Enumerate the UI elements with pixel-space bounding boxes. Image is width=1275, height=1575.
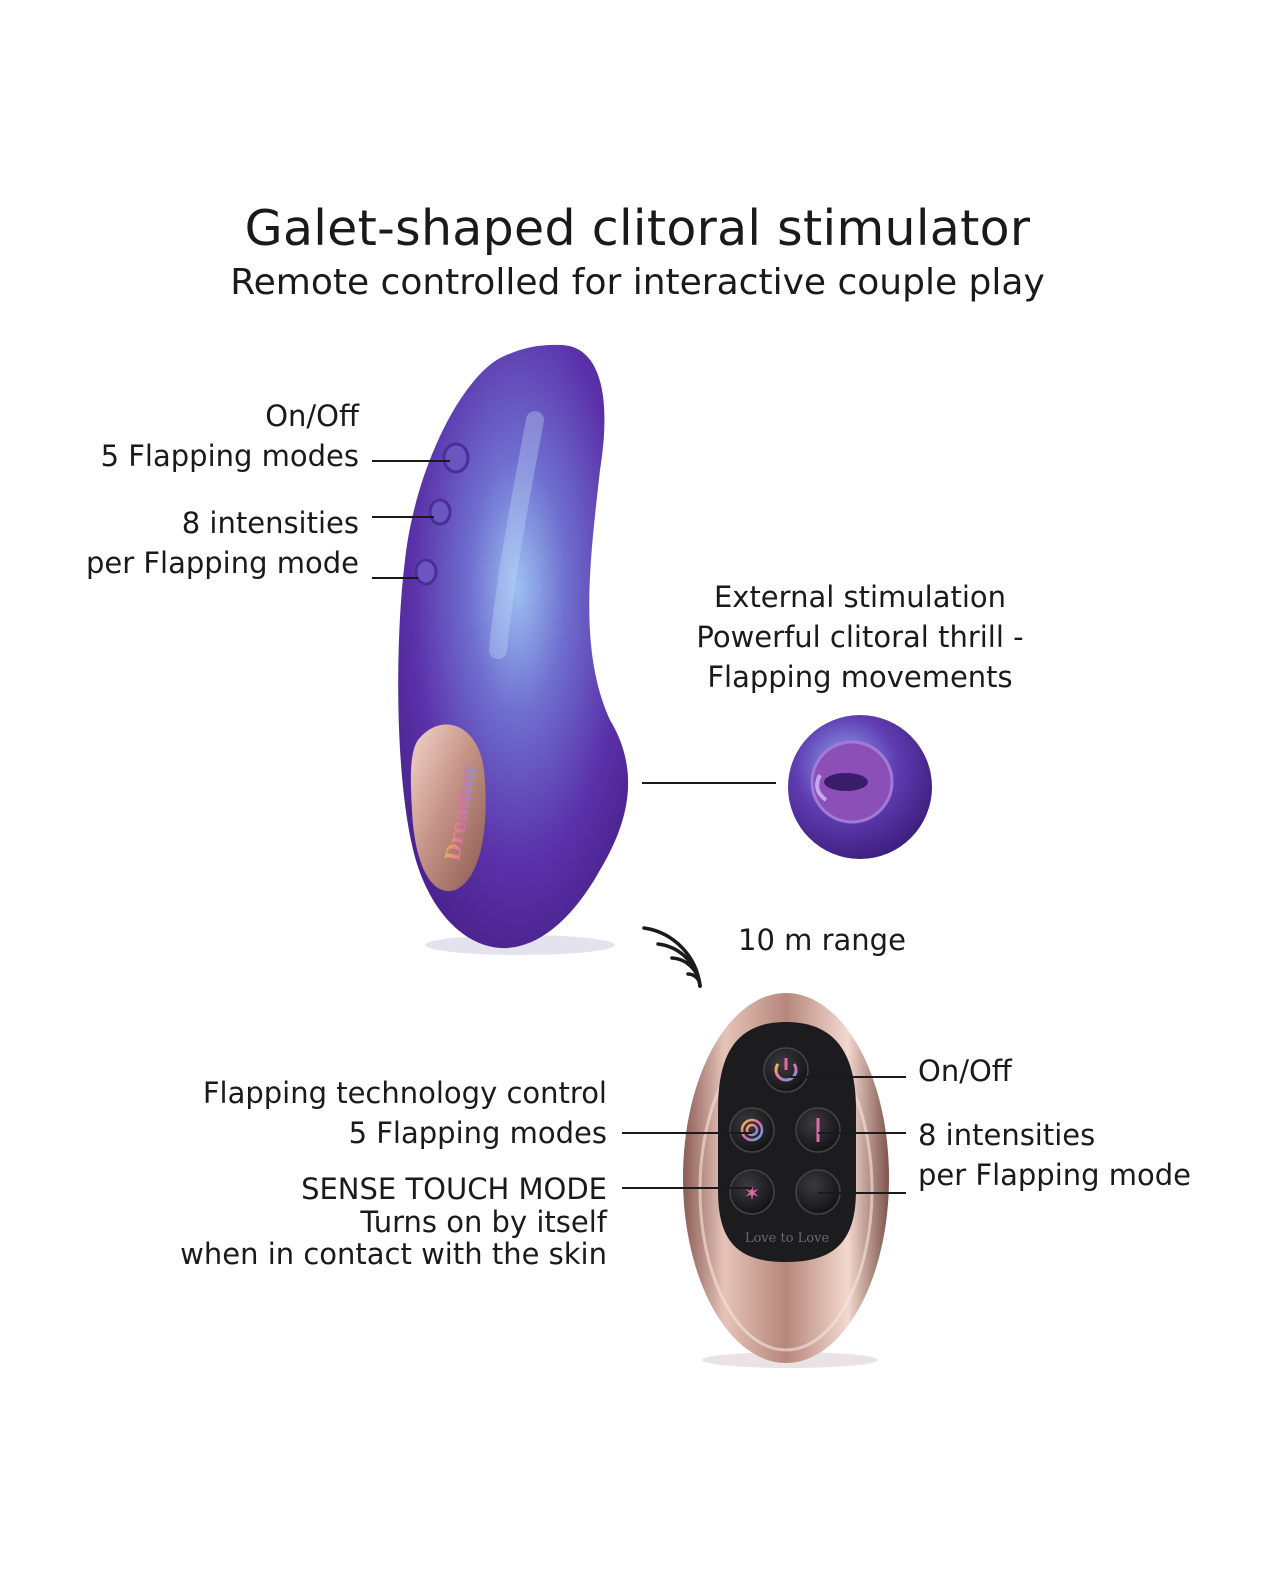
stimulation-line-3: Flapping movements <box>707 660 1013 694</box>
device-rose-plate <box>410 724 486 892</box>
wireless-icon <box>642 926 702 988</box>
remote-tech-control-label: Flapping technology control <box>202 1076 607 1110</box>
remote-power-button <box>763 1047 809 1093</box>
device-modes-label: 5 Flapping modes <box>100 439 359 473</box>
remote-onoff-label: On/Off <box>918 1054 1012 1088</box>
device-intensities-leader <box>372 516 434 518</box>
device-highlight <box>489 411 544 659</box>
remote-per-mode-label: per Flapping mode <box>918 1158 1192 1192</box>
remote-plus-button <box>795 1107 841 1153</box>
device-per-mode-label: per Flapping mode <box>85 546 359 580</box>
remote-contact-label: when in contact with the skin <box>180 1237 607 1271</box>
device-onoff-label: On/Off <box>265 399 359 433</box>
remote-sense-touch-button: ✶ <box>729 1169 775 1215</box>
svg-text:✶: ✶ <box>744 1181 761 1205</box>
remote-turns-on-label: Turns on by itself <box>360 1205 607 1239</box>
remote-mode-button <box>729 1107 775 1153</box>
remote-brand-logo: Love to Love <box>745 1231 830 1246</box>
device-button-on-off <box>442 442 470 474</box>
device-button-plus <box>428 498 452 526</box>
device-intensities-label: 8 intensities <box>181 506 359 540</box>
device-per-mode-leader <box>372 577 418 579</box>
closeup-notch <box>815 774 828 802</box>
remote-intensities-label: 8 intensities <box>918 1118 1096 1152</box>
page-subtitle: Remote controlled for interactive couple… <box>230 262 1045 303</box>
page-title: Galet-shaped clitoral stimulator <box>244 200 1031 257</box>
range-label: 10 m range <box>738 923 906 957</box>
stimulation-line-2: Powerful clitoral thrill - <box>696 620 1024 654</box>
device-modes-leader <box>372 460 450 462</box>
closeup-flap <box>824 773 868 791</box>
stimulation-line-1: External stimulation <box>713 580 1007 614</box>
remote-modes-label: 5 Flapping modes <box>348 1116 607 1150</box>
remote-sense-touch-label: SENSE TOUCH MODE <box>301 1172 607 1206</box>
device-button-minus <box>414 558 438 586</box>
